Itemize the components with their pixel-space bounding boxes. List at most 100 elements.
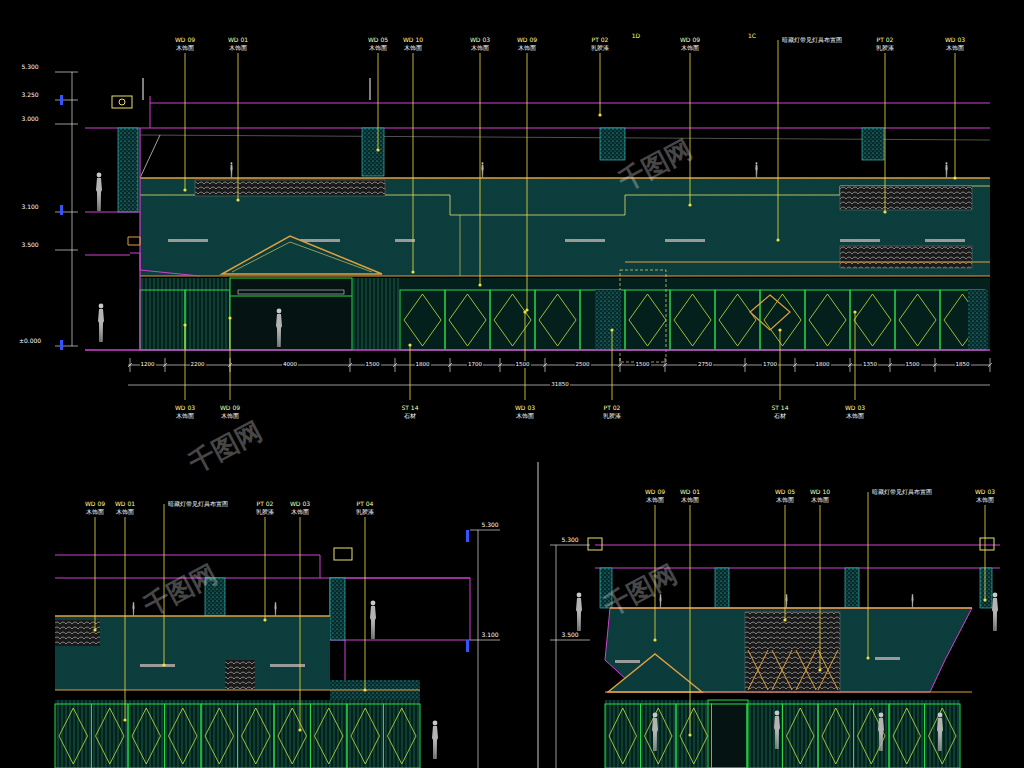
material-code: PT 04: [357, 500, 374, 507]
lattice-diamond: [169, 708, 198, 764]
drawing-g: [55, 704, 420, 768]
lattice-diamond: [242, 708, 271, 764]
leader-dot: [610, 328, 613, 331]
dimension-value: 1350: [862, 361, 878, 368]
material-name: 木饰面: [291, 508, 309, 515]
drawing-line: [150, 102, 990, 103]
drawing-rect: [118, 128, 138, 212]
material-code: WD 03: [975, 488, 995, 495]
dimension-value: 1500: [515, 361, 531, 368]
leader-line: [185, 325, 186, 400]
bay-frame: [760, 290, 805, 350]
bay-frame: [445, 290, 490, 350]
material-code: WD 09: [85, 500, 105, 507]
watermark: 千图网: [184, 415, 267, 478]
dimension-tick: [890, 358, 891, 372]
human-figure: [276, 309, 282, 347]
bay-frame: [715, 290, 760, 350]
drawing-line: [470, 640, 500, 641]
material-name: 木饰面: [681, 496, 699, 503]
drawing-line: [605, 691, 972, 692]
lattice-diamond: [764, 294, 801, 346]
drawing-polygon: [608, 654, 702, 692]
bay-frame: [889, 704, 925, 768]
leader-line: [885, 53, 886, 212]
drawing-line: [595, 544, 1000, 545]
material-name: 木饰面: [646, 496, 664, 503]
lattice-diamond: [674, 294, 711, 346]
lattice-diamond: [609, 708, 637, 764]
drawing-rect: [565, 239, 605, 242]
material-name: 木饰面: [681, 44, 699, 51]
material-name: 木饰面: [176, 412, 194, 419]
dimension-value: 4000: [282, 361, 298, 368]
lattice-diamond: [96, 708, 125, 764]
leader-line: [125, 517, 126, 720]
drawing-line: [625, 262, 990, 263]
bay-frame: [347, 704, 384, 768]
drawing-line: [230, 296, 352, 297]
material-code: WD 09: [680, 36, 700, 43]
leader-dot: [688, 733, 691, 736]
human-figure: [652, 713, 658, 751]
material-name: 木饰面: [404, 44, 422, 51]
leader-dot: [478, 283, 481, 286]
leader-line: [413, 53, 414, 272]
drawing-line: [460, 215, 461, 276]
lattice-diamond: [494, 294, 531, 346]
drawing-rect: [845, 568, 859, 608]
human-figure: [96, 173, 102, 211]
dimension-tick: [165, 358, 166, 372]
leader-line: [600, 53, 601, 115]
bay-frame: [201, 704, 238, 768]
drawing-rect: [968, 290, 988, 350]
human-figure: [98, 304, 104, 342]
dimension-value: 1800: [815, 361, 831, 368]
leader-dot: [883, 210, 886, 213]
bay-frame: [712, 704, 748, 768]
lattice-diamond: [539, 294, 576, 346]
top-elevation: [55, 72, 992, 385]
lattice-diamond: [822, 708, 850, 764]
drawing-line: [140, 177, 990, 179]
drawing-rect: [840, 186, 972, 210]
dimension-value: 1500: [635, 361, 651, 368]
drawing-rect: [665, 239, 705, 242]
drawing-path: [128, 237, 140, 245]
drawing-line: [55, 346, 78, 347]
leader-line: [185, 53, 186, 190]
leader-dot: [853, 310, 856, 313]
lattice-diamond: [787, 708, 815, 764]
dimension-value: 1700: [467, 361, 483, 368]
material-name: 木饰面: [229, 44, 247, 51]
level-mark: 3.500: [561, 631, 578, 638]
drawing-rect: [595, 290, 621, 350]
drawing-polygon: [750, 295, 790, 330]
material-name: 木饰面: [221, 412, 239, 419]
lattice-diamond: [59, 708, 88, 764]
bay-frame: [490, 290, 535, 350]
leader-line: [690, 505, 691, 735]
human-figure: [481, 162, 483, 177]
drawing-rect: [195, 180, 385, 196]
note-text: 暗藏灯带见灯具布置图: [782, 36, 842, 43]
leader-line: [230, 318, 231, 400]
leader-dot: [523, 310, 526, 313]
material-name: 木饰面: [116, 508, 134, 515]
human-figure: [992, 593, 998, 631]
dimension-value: 2500: [575, 361, 591, 368]
level-mark: 3.500: [21, 241, 38, 248]
level-mark: 3.100: [481, 631, 498, 638]
lattice-diamond: [719, 294, 756, 346]
bay-frame: [535, 290, 580, 350]
material-code: WD 05: [368, 36, 388, 43]
material-code: WD 01: [680, 488, 700, 495]
right-elevation: [550, 538, 1000, 768]
leader-line: [95, 517, 96, 630]
lattice-diamond: [929, 708, 957, 764]
leader-dot: [783, 618, 786, 621]
drawing-line: [470, 530, 500, 531]
leader-dot: [653, 638, 656, 641]
leader-line: [820, 505, 821, 670]
